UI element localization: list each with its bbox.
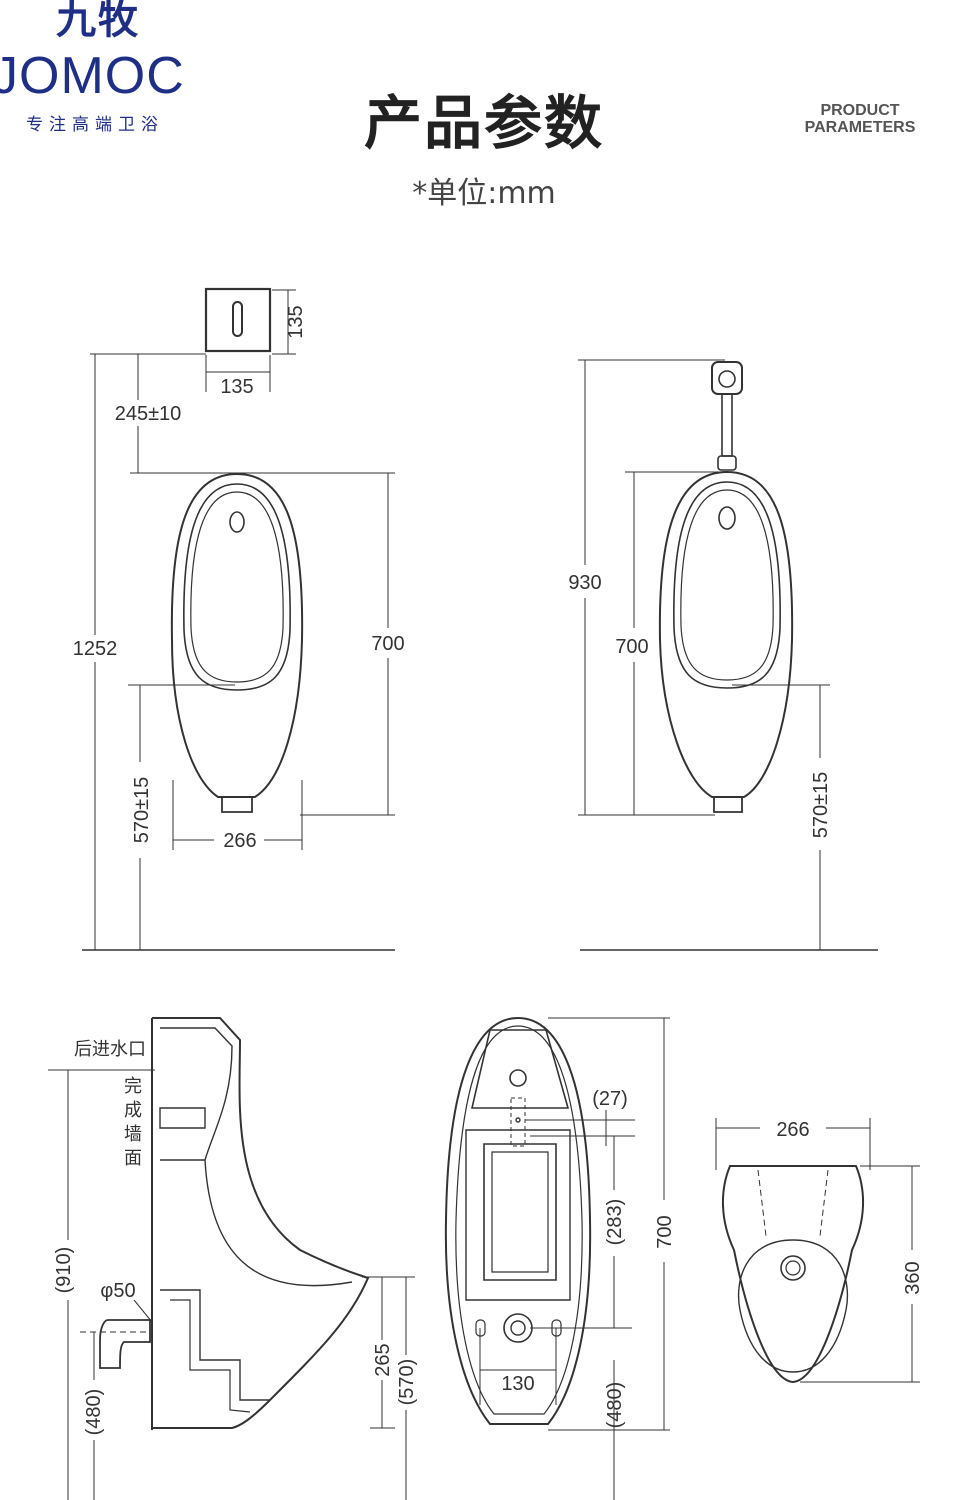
- dim-sensor-to-top: 245±10: [115, 403, 182, 425]
- dim-inlet-height: (910): [53, 1247, 75, 1294]
- label-wall-3: 墙: [124, 1124, 142, 1145]
- front-detail-view: [444, 1016, 670, 1500]
- page-title-english-line1: PRODUCT: [820, 102, 900, 119]
- dim-width-sensor: 266: [223, 830, 256, 852]
- label-rear-inlet: 后进水口: [74, 1039, 146, 1060]
- side-section-view: [48, 1017, 415, 1500]
- dim-rim-height-sensor: 570±15: [131, 777, 153, 844]
- sensor-box: [204, 287, 272, 353]
- dim-outlet-spacing: 130: [501, 1373, 534, 1395]
- dim-inner-height: (283): [604, 1199, 626, 1246]
- dim-sensor-width: 135: [220, 376, 253, 398]
- front-sensor-view: [82, 287, 395, 951]
- dim-offset-top: (27): [592, 1088, 628, 1110]
- logo-slogan: 专注高端卫浴: [26, 115, 164, 135]
- label-wall-4: 面: [124, 1148, 142, 1169]
- dim-sensor-height: 135: [285, 305, 307, 338]
- dim-total-height-sensor: 1252: [73, 638, 118, 660]
- label-wall-1: 完: [124, 1076, 142, 1097]
- dim-rim-height-side: (570): [396, 1359, 418, 1406]
- page-title: 产品参数: [363, 89, 604, 157]
- dim-body-height-sensor: 700: [371, 633, 404, 655]
- logo-chinese: 九牧: [56, 0, 140, 43]
- dim-rim-height-flush: 570±15: [810, 772, 832, 839]
- sensor-window: [232, 301, 243, 337]
- page-title-english-line2: PARAMETERS: [804, 119, 916, 136]
- dim-rim-depth: 265: [372, 1343, 394, 1376]
- dim-outlet-height-detail: (480): [604, 1382, 626, 1429]
- front-flush-view: [578, 359, 878, 951]
- dim-total-height-detail: 700: [654, 1215, 676, 1248]
- brand-logo: 九牧 JOMOC 专注高端卫浴: [0, 0, 215, 140]
- dim-outlet-height-side: (480): [83, 1389, 105, 1436]
- logo-english: JOMOC: [0, 47, 185, 105]
- unit-note: *单位:mm: [412, 176, 556, 211]
- page-title-english: PRODUCT PARAMETERS: [790, 102, 930, 136]
- dim-total-height-flush: 930: [568, 572, 601, 594]
- dim-top-depth: 360: [902, 1261, 924, 1294]
- label-wall-2: 成: [124, 1100, 142, 1121]
- top-view: [715, 1118, 920, 1384]
- dim-pipe-diameter: φ50: [100, 1280, 135, 1302]
- dim-body-height-flush: 700: [615, 636, 648, 658]
- dim-top-width: 266: [776, 1119, 809, 1141]
